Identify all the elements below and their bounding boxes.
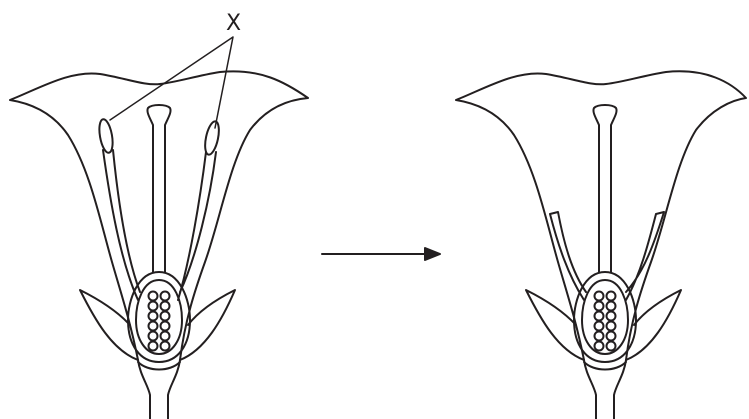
- filament-right-2: [626, 212, 664, 300]
- sepal-left-1: [80, 290, 138, 360]
- receptacle-right: [584, 362, 626, 370]
- ovary-inner-left: [136, 280, 182, 354]
- petal-outline-left: [10, 71, 308, 360]
- flower-after: [456, 71, 746, 419]
- ovary-inner-right: [582, 280, 628, 354]
- filament-left-1: [103, 150, 140, 300]
- style-left: [147, 105, 170, 272]
- filament-left-2: [178, 152, 216, 300]
- anther-left-2: [203, 120, 222, 156]
- ovules-right: [595, 292, 616, 351]
- label-x: X: [226, 11, 241, 36]
- receptacle-left: [138, 362, 180, 370]
- petal-outline-right: [456, 71, 746, 360]
- transition-arrow: [322, 248, 440, 260]
- ovules-left: [149, 292, 170, 351]
- style-right: [593, 105, 616, 272]
- anther-left-1: [97, 118, 115, 154]
- flower-before: [10, 71, 308, 419]
- sepal-right-1: [526, 290, 584, 360]
